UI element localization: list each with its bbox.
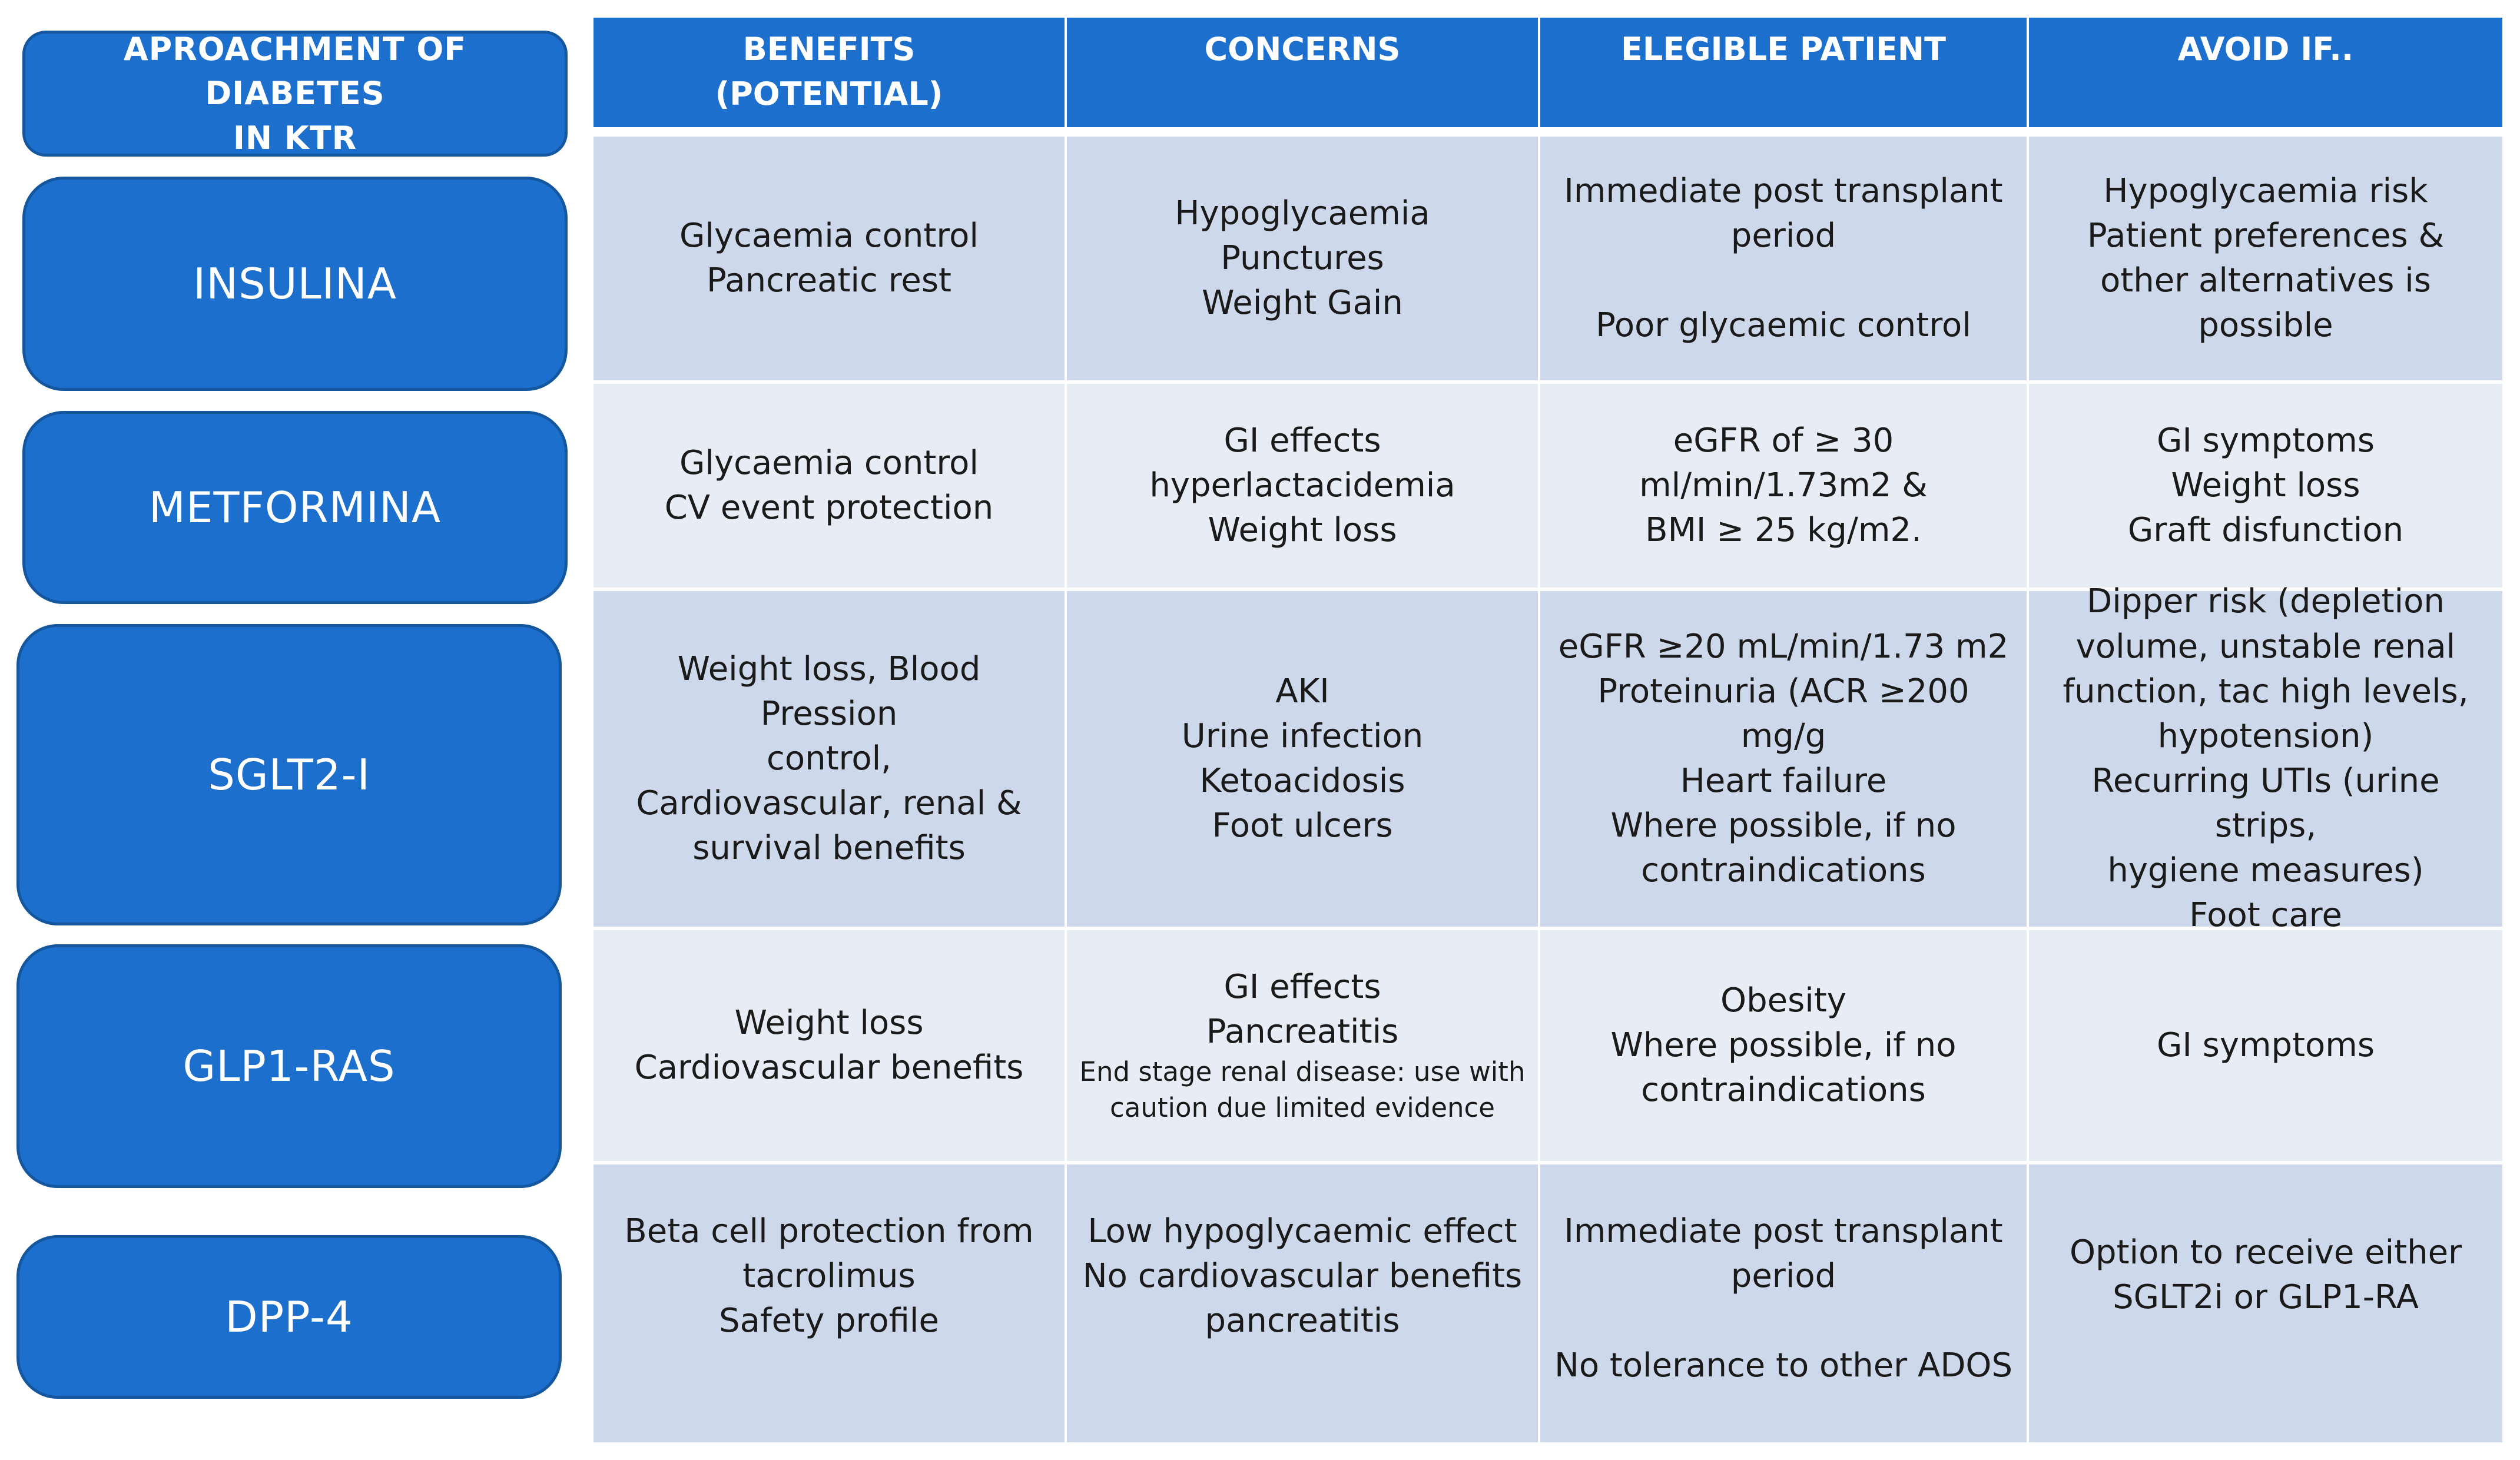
table-cell: Weight loss, Blood Pression control, Car… xyxy=(593,591,1065,927)
table-cell: Weight loss Cardiovascular benefits xyxy=(593,930,1065,1161)
label-glp1ras: GLP1-RAS xyxy=(16,944,562,1188)
column-header-concerns: CONCERNS xyxy=(1067,18,1538,127)
table-cell: eGFR of ≥ 30 ml/min/1.73m2 & BMI ≥ 25 kg… xyxy=(1540,384,2027,588)
table-cell: GI effects hyperlactacidemia Weight loss xyxy=(1067,384,1538,588)
table-cell: Immediate post transplant period No tole… xyxy=(1540,1164,2027,1442)
label-insulina: INSULINA xyxy=(22,177,568,391)
table-cell: Glycaemia control Pancreatic rest xyxy=(593,137,1065,380)
table-cell: AKI Urine infection Ketoacidosis Foot ul… xyxy=(1067,591,1538,927)
table-cell: Immediate post transplant period Poor gl… xyxy=(1540,137,2027,380)
table-cell: Hypoglycaemia Punctures Weight Gain xyxy=(1067,137,1538,380)
concerns-main: GI effects Pancreatitis xyxy=(1206,968,1399,1051)
column-header-avoid: AVOID IF.. xyxy=(2029,18,2502,127)
table-cell: GI symptoms Weight loss Graft disfunctio… xyxy=(2029,384,2502,588)
table-cell: Obesity Where possible, if no contraindi… xyxy=(1540,930,2027,1161)
concerns-note: End stage renal disease: use with cautio… xyxy=(1079,1056,1526,1124)
column-header-eligible: ELEGIBLE PATIENT xyxy=(1540,18,2027,127)
table-cell: Low hypoglycaemic effect No cardiovascul… xyxy=(1067,1164,1538,1442)
table-cell: Glycaemia control CV event protection xyxy=(593,384,1065,588)
table-cell-concerns-glp1: GI effects Pancreatitis End stage renal … xyxy=(1067,930,1538,1161)
table-cell: Dipper risk (depletion volume, unstable … xyxy=(2029,582,2502,934)
column-header-benefits: BENEFITS (POTENTIAL) xyxy=(593,18,1065,127)
label-sglt2i: SGLT2-I xyxy=(16,624,562,925)
table-cell: Option to receive either SGLT2i or GLP1-… xyxy=(2029,1164,2502,1442)
label-metformina: METFORMINA xyxy=(22,411,568,604)
label-header: APROACHMENT OF DIABETES IN KTR xyxy=(22,31,568,157)
table-cell: eGFR ≥20 mL/min/1.73 m2 Proteinuria (ACR… xyxy=(1540,591,2027,927)
table-cell: Beta cell protection from tacrolimus Saf… xyxy=(593,1164,1065,1442)
table-cell: GI symptoms xyxy=(2029,930,2502,1161)
table-cell: Hypoglycaemia risk Patient preferences &… xyxy=(2029,137,2502,380)
label-dpp4: DPP-4 xyxy=(16,1235,562,1399)
